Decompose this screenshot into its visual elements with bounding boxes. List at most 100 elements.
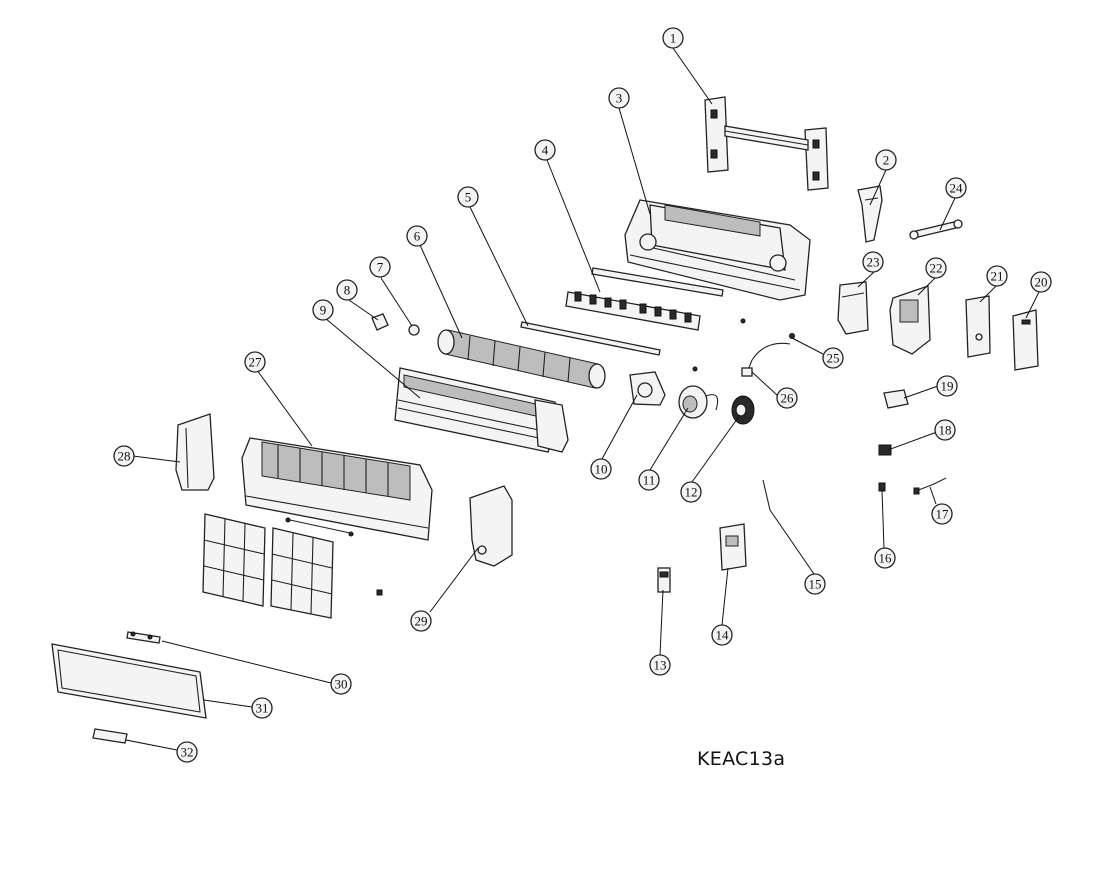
callout-29: 29 <box>410 610 432 632</box>
callout-26: 26 <box>776 387 798 409</box>
callout-21: 21 <box>986 265 1008 287</box>
leader-lines <box>125 47 1041 751</box>
callout-30: 30 <box>330 673 352 695</box>
part-11-fan-motor <box>678 385 719 419</box>
part-10-motor-cover <box>629 371 666 406</box>
part-5-shaft <box>520 321 661 356</box>
callout-label: 25 <box>827 351 840 366</box>
part-2-bracket <box>857 185 883 243</box>
callout-label: 15 <box>809 577 822 592</box>
callout-label: 29 <box>415 614 428 629</box>
callout-7: 7 <box>369 256 391 278</box>
part-19-terminal <box>883 389 909 409</box>
callout-31: 31 <box>251 697 273 719</box>
callout-label: 19 <box>941 379 954 394</box>
callout-label: 30 <box>335 677 348 692</box>
callout-17: 17 <box>931 503 953 525</box>
part-22-electric-box <box>889 285 931 355</box>
part-3-chassis <box>624 199 811 301</box>
part-9-evaporator <box>394 367 569 453</box>
part-21-pcb-cover <box>965 295 991 358</box>
part-16-plug <box>878 482 886 492</box>
part-7-bearing <box>408 324 420 336</box>
part-4-louvres <box>565 267 724 331</box>
callout-label: 3 <box>616 91 623 106</box>
callout-label: 22 <box>930 261 943 276</box>
callout-label: 31 <box>256 701 269 716</box>
callout-label: 18 <box>939 423 952 438</box>
part-25-clip <box>692 318 795 372</box>
callout-label: 13 <box>654 658 667 673</box>
part-13-remote-holder <box>657 567 671 593</box>
callout-4: 4 <box>534 139 556 161</box>
callout-label: 21 <box>991 269 1004 284</box>
callout-label: 10 <box>595 462 608 477</box>
callout-2: 2 <box>875 149 897 171</box>
callout-5: 5 <box>457 186 479 208</box>
callout-13: 13 <box>649 654 671 676</box>
part-23-box <box>837 281 869 335</box>
callout-label: 24 <box>950 181 964 196</box>
callout-11: 11 <box>638 469 660 491</box>
callout-23: 23 <box>862 251 884 273</box>
callout-16: 16 <box>874 547 896 569</box>
callout-22: 22 <box>925 257 947 279</box>
callout-8: 8 <box>336 279 358 301</box>
callout-label: 11 <box>643 473 656 488</box>
callout-label: 14 <box>716 628 730 643</box>
callout-24: 24 <box>945 177 967 199</box>
callout-6: 6 <box>406 225 428 247</box>
callout-label: 20 <box>1035 275 1048 290</box>
part-20-cover-plate <box>1012 309 1039 371</box>
callout-3: 3 <box>608 87 630 109</box>
callouts: 1 2 3 4 5 6 7 8 9 10 11 12 13 14 15 16 1… <box>113 27 1052 763</box>
callout-label: 26 <box>781 391 795 406</box>
callout-label: 8 <box>344 283 351 298</box>
callout-label: 6 <box>414 229 421 244</box>
callout-25: 25 <box>822 347 844 369</box>
callout-10: 10 <box>590 458 612 480</box>
small-screws <box>285 517 383 596</box>
callout-12: 12 <box>680 481 702 503</box>
part-18-connector <box>878 444 892 456</box>
callout-20: 20 <box>1030 271 1052 293</box>
callout-label: 17 <box>936 507 950 522</box>
callout-9: 9 <box>312 299 334 321</box>
callout-14: 14 <box>711 624 733 646</box>
part-28-left-cover <box>175 413 215 491</box>
callout-15: 15 <box>804 573 826 595</box>
callout-label: 9 <box>320 303 327 318</box>
part-6-crossflow-fan <box>437 329 606 389</box>
part-30-hinge <box>126 631 161 644</box>
part-8-holder <box>371 313 389 331</box>
callout-label: 16 <box>879 551 893 566</box>
callout-label: 7 <box>377 260 384 275</box>
part-24-pipe <box>909 219 963 240</box>
part-27-front-frame <box>241 437 433 541</box>
callout-32: 32 <box>176 741 198 763</box>
part-29-right-cover <box>469 485 513 567</box>
callout-28: 28 <box>113 445 135 467</box>
part-31-front-panel <box>51 643 207 719</box>
air-filter-right <box>270 527 334 619</box>
callout-label: 23 <box>867 255 880 270</box>
part-14-remote-control <box>719 523 747 571</box>
callout-label: 4 <box>542 143 549 158</box>
part-32-display-window <box>92 728 128 744</box>
callout-1: 1 <box>662 27 684 49</box>
callout-label: 32 <box>181 745 194 760</box>
callout-27: 27 <box>244 351 266 373</box>
callout-label: 27 <box>249 355 263 370</box>
callout-label: 2 <box>883 153 890 168</box>
callout-18: 18 <box>934 419 956 441</box>
part-15-sensor-wire <box>762 479 771 511</box>
callout-label: 5 <box>465 190 472 205</box>
callout-19: 19 <box>936 375 958 397</box>
callout-label: 12 <box>685 485 698 500</box>
part-17-cable <box>913 477 947 495</box>
callout-label: 28 <box>118 449 131 464</box>
part-26-sensor <box>741 342 791 377</box>
callout-label: 1 <box>670 31 677 46</box>
document-code: KEAC13a <box>697 748 786 770</box>
